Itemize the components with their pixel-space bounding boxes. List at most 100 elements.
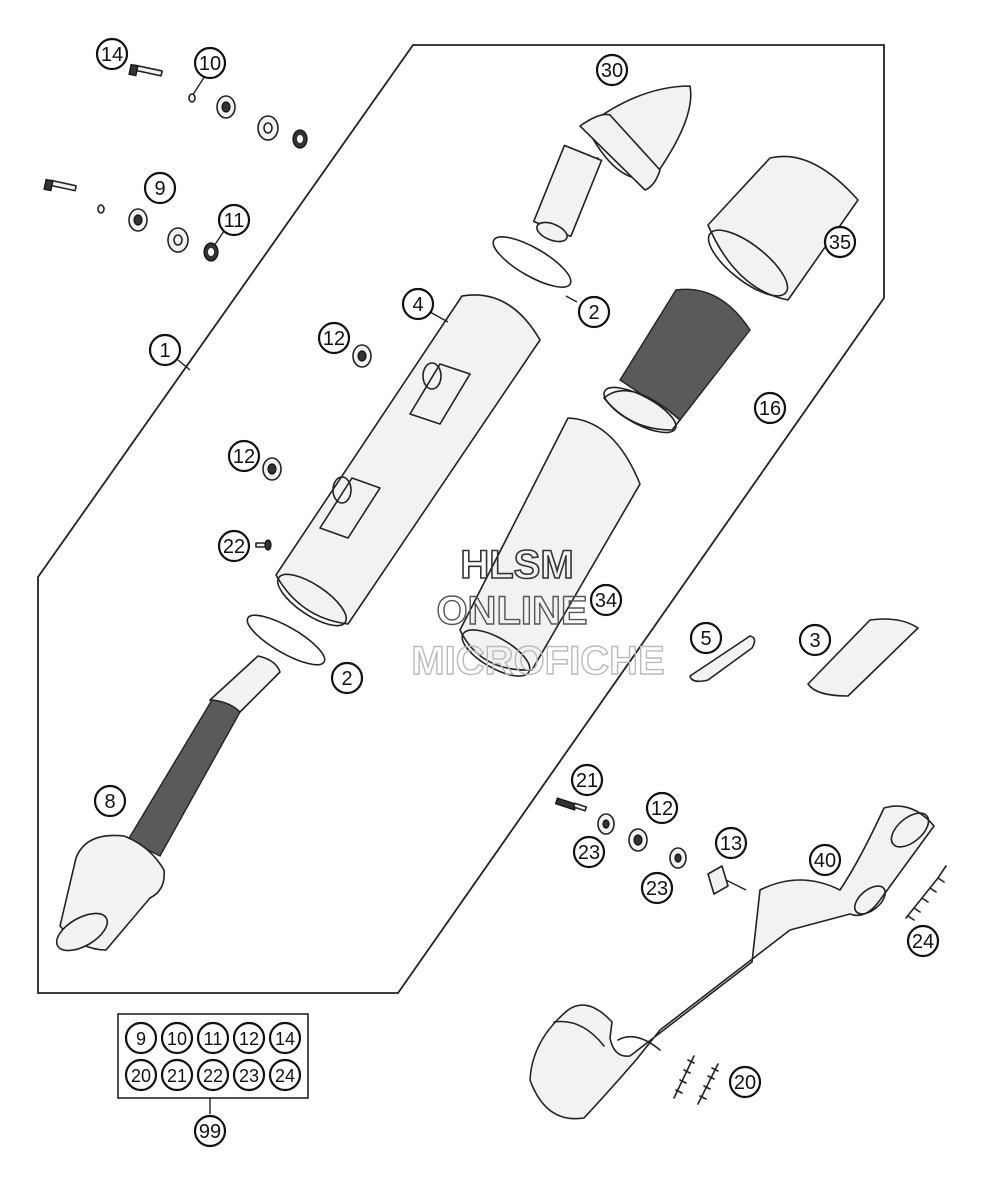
watermark: HLSM ONLINE MICROFICHE (411, 542, 666, 684)
kit-item-11: 11 (196, 1021, 230, 1055)
callout-40: 40 (808, 843, 842, 877)
kit-item-22: 22 (196, 1058, 230, 1092)
callout-label: 13 (720, 833, 742, 855)
callout-label: 21 (576, 770, 598, 792)
washer-part-23-upper (597, 813, 615, 835)
bolt-part-21 (554, 797, 588, 812)
perforated-core-part-16 (603, 288, 751, 434)
callout-13: 13 (714, 826, 748, 860)
grommet-part-9 (128, 208, 148, 232)
watermark-line-1: HLSM (460, 543, 573, 587)
sleeve-upper (257, 115, 279, 141)
kit-item-label: 21 (167, 1066, 187, 1086)
spring-part-24 (905, 865, 947, 921)
callout-label: 12 (323, 328, 345, 350)
leader-10 (191, 75, 206, 97)
silencer-assembly-boundary (37, 44, 885, 994)
callout-10: 10 (193, 46, 227, 80)
callout-99: 99 (193, 1114, 227, 1148)
callout-24: 24 (906, 924, 940, 958)
callout-label: 99 (199, 1121, 221, 1143)
callout-1: 1 (148, 333, 182, 367)
callout-label: 2 (588, 302, 599, 324)
callout-9: 9 (143, 171, 177, 205)
inner-tube-part-8 (55, 655, 281, 952)
kit-row-1: 9 10 11 12 14 (124, 1021, 302, 1055)
callout-34: 34 (589, 583, 623, 617)
callout-label: 12 (651, 798, 673, 820)
callout-label: 40 (814, 850, 836, 872)
callout-12: 12 (227, 439, 261, 473)
kit-item-label: 11 (204, 1029, 223, 1049)
kit-item-14: 14 (268, 1021, 302, 1055)
callout-11: 11 (217, 203, 251, 237)
kit-item-label: 12 (239, 1029, 259, 1049)
end-cap-part-30 (532, 85, 692, 243)
callout-label: 5 (700, 628, 711, 650)
kit-item-10: 10 (160, 1021, 194, 1055)
callout-8: 8 (93, 784, 127, 818)
callout-label: 16 (759, 398, 781, 420)
bolt-lower (43, 178, 77, 192)
grommet-part-12-upper (352, 344, 372, 368)
nut-upper (292, 129, 308, 149)
callout-16: 16 (753, 391, 787, 425)
kit-item-label: 23 (239, 1066, 259, 1086)
callout-5: 5 (689, 621, 723, 655)
kit-item-label: 22 (203, 1066, 223, 1086)
callout-21: 21 (570, 763, 604, 797)
callout-12: 12 (645, 791, 679, 825)
callout-23: 23 (572, 835, 606, 869)
callout-label: 9 (154, 178, 165, 200)
callout-35: 35 (823, 225, 857, 259)
spring-part-20 (673, 1055, 719, 1105)
nut-part-11 (203, 242, 219, 262)
callout-label: 8 (104, 791, 115, 813)
callout-label: 10 (199, 53, 221, 75)
washer-part-10 (188, 93, 196, 103)
callout-2: 2 (577, 295, 611, 329)
kit-item-20: 20 (124, 1058, 158, 1092)
watermark-line-3: MICROFICHE (411, 639, 664, 683)
heat-shield-part-3 (807, 618, 919, 697)
grommet-upper (216, 95, 236, 119)
callout-label: 30 (601, 60, 623, 82)
callout-label: 23 (578, 842, 600, 864)
silencer-body-part-4 (275, 294, 541, 627)
callout-3: 3 (798, 623, 832, 657)
callout-label: 22 (223, 536, 245, 558)
leader-1 (177, 359, 191, 371)
callout-23: 23 (640, 871, 674, 905)
gasket-part-2-lower (246, 614, 326, 666)
outer-sleeve-part-35 (707, 155, 859, 301)
leader-11 (213, 230, 225, 247)
kit-item-label: 10 (167, 1029, 187, 1049)
callout-label: 20 (734, 1072, 756, 1094)
kit-item-24: 24 (268, 1058, 302, 1092)
gasket-part-2-upper (492, 236, 572, 288)
bolt-part-14 (128, 63, 163, 77)
kit-box (117, 1013, 309, 1099)
callout-label: 11 (224, 210, 245, 232)
callout-20: 20 (728, 1065, 762, 1099)
kit-item-21: 21 (160, 1058, 194, 1092)
callout-label: 3 (809, 630, 820, 652)
callout-label: 14 (101, 44, 123, 66)
kit-item-label: 24 (275, 1066, 295, 1086)
callout-label: 35 (829, 232, 851, 254)
callout-12: 12 (317, 321, 351, 355)
callout-14: 14 (95, 37, 129, 71)
callout-label: 1 (159, 340, 170, 362)
callout-4: 4 (401, 287, 435, 321)
callout-label: 24 (912, 931, 934, 953)
kit-row-2: 20 21 22 23 24 (124, 1058, 302, 1092)
callout-30: 30 (595, 53, 629, 87)
insulation-part-34 (459, 417, 641, 677)
kit-item-label: 9 (136, 1029, 146, 1049)
callout-label: 23 (646, 878, 668, 900)
kit-item-23: 23 (232, 1058, 266, 1092)
grommet-part-12-header (628, 828, 648, 852)
kit-item-9: 9 (124, 1021, 158, 1055)
